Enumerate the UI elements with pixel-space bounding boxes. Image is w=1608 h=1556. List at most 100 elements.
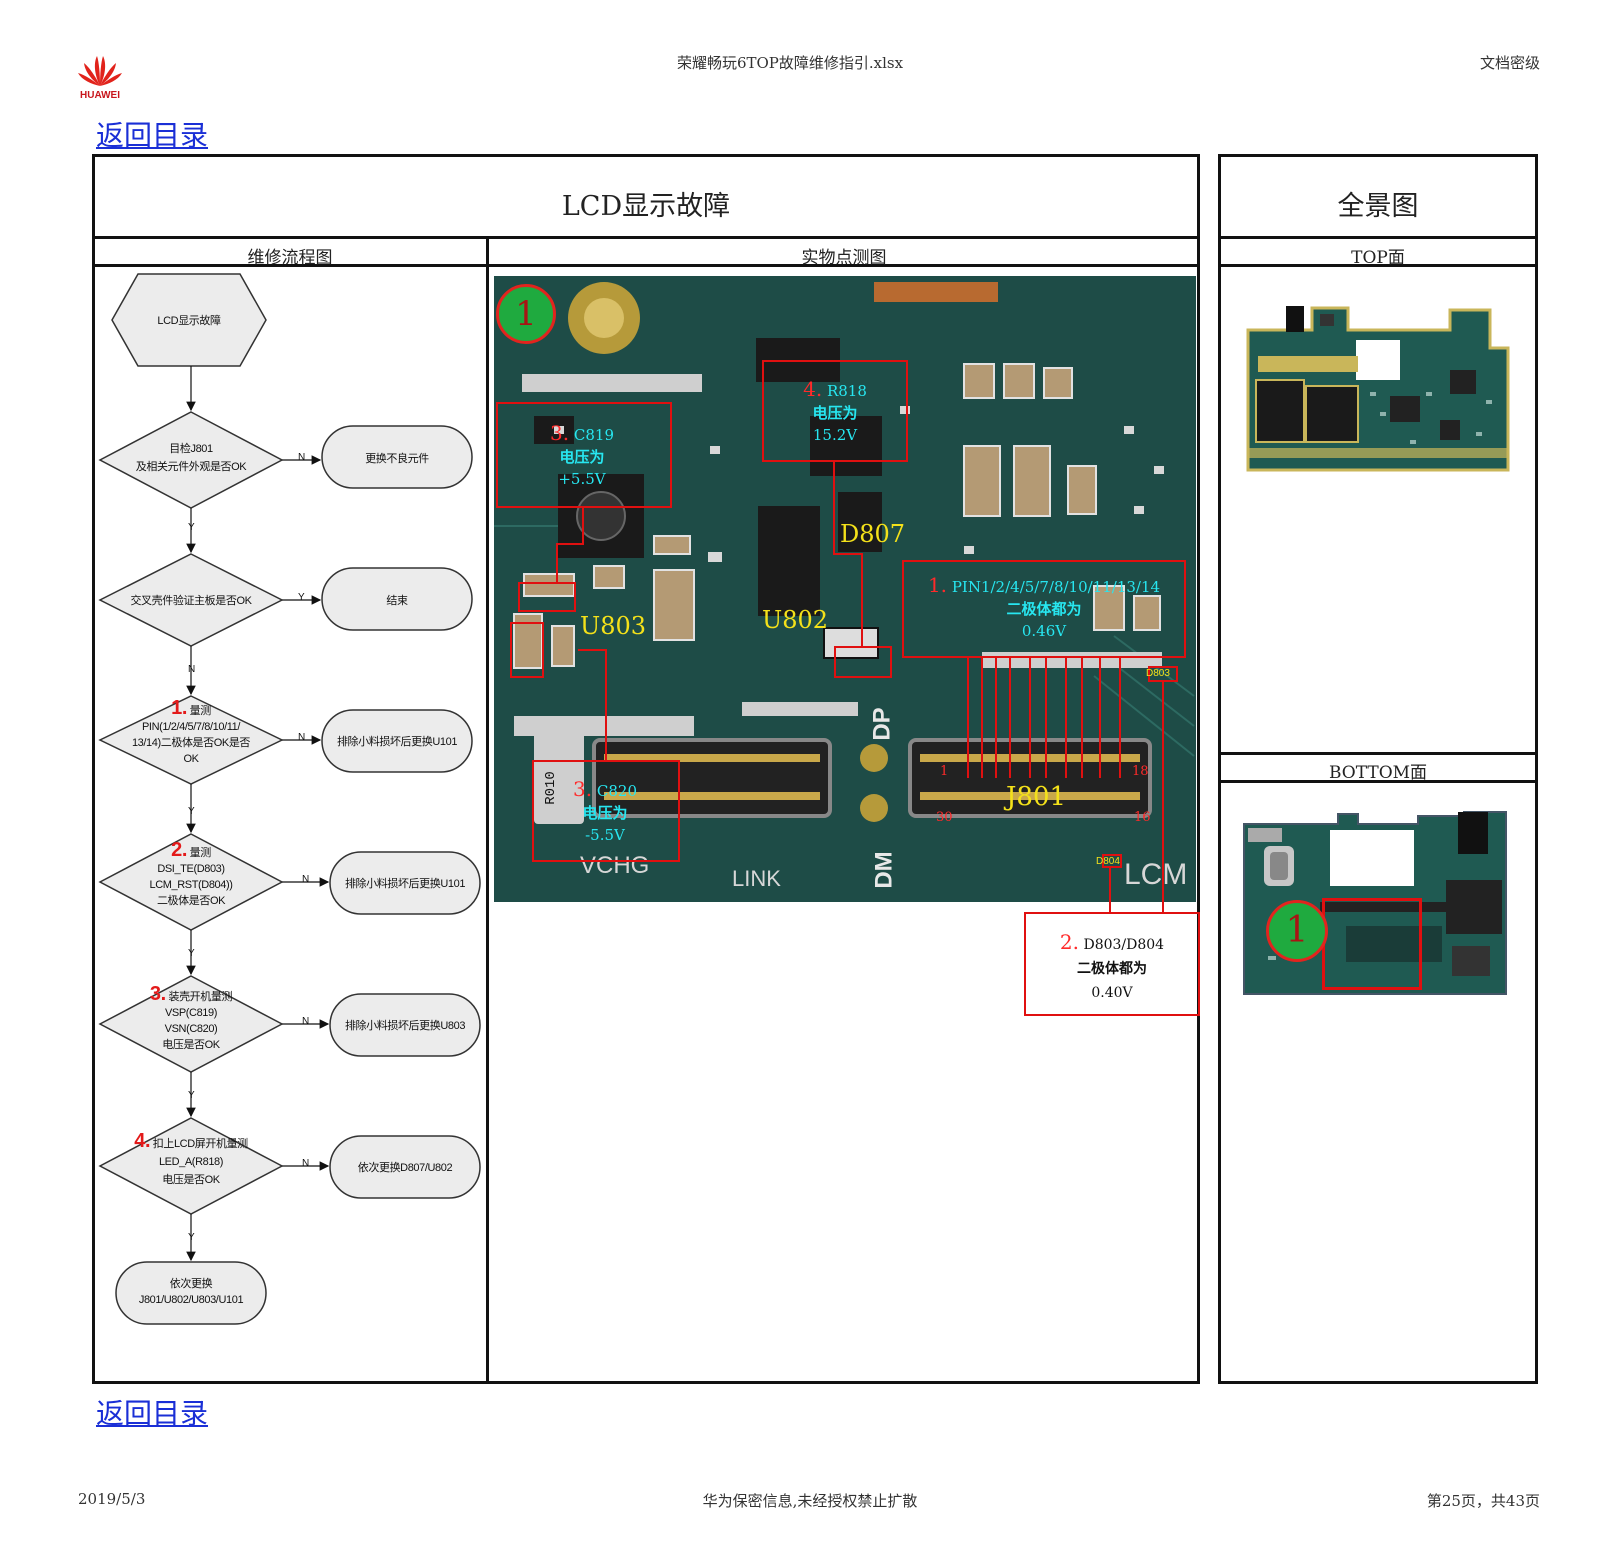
flow-decision-4[interactable]: 2. 量测 DSI_TE(D803) LCM_RST(D804)) 二极体是否O…: [112, 840, 270, 909]
annotation-r818-line2: 电压为: [812, 404, 858, 422]
flow-decision-4-line1: 量测: [189, 847, 212, 859]
annotation-c819-num: 3.: [550, 421, 570, 445]
annotation-c819: 3. C819 电压为 +5.5V: [526, 422, 638, 490]
label-d807: D807: [840, 520, 906, 548]
flow-decision-4-line2: DSI_TE(D803): [157, 863, 225, 875]
flow-decision-6[interactable]: 4. 扣上LCD屏开机量测 LED_A(R818) 电压是否OK: [112, 1130, 270, 1189]
flow-decision-6-line3: 电压是否OK: [162, 1174, 220, 1186]
back-to-toc-link-bottom[interactable]: 返回目录: [96, 1397, 209, 1430]
flow-action-3[interactable]: 排除小料损坏后更换U101: [336, 736, 458, 748]
annotation-d803-d804-num: 2.: [1059, 930, 1080, 954]
flow-decision-5-num: 3.: [149, 983, 166, 1005]
annotation-r818-num: 4.: [803, 377, 823, 401]
box-c820-part: [510, 622, 544, 678]
flow-decision-6-line2: LED_A(R818): [158, 1156, 224, 1168]
side-title-sep: [1218, 236, 1538, 239]
flow-decision-1[interactable]: 目检J801 及相关元件外观是否OK: [110, 440, 272, 476]
silk-link: LINK: [732, 866, 781, 891]
annotation-pins: 1. PIN1/2/4/5/7/8/10/11/13/14 二极体都为 0.46…: [906, 574, 1182, 642]
annotation-r818: 4. R818 电压为 15.2V: [770, 378, 900, 446]
top-face-label: TOP面: [1351, 248, 1405, 268]
silk-vchg: VCHG: [580, 852, 650, 879]
flow-label-y5: Y: [188, 1090, 195, 1101]
box-r818: [762, 360, 908, 462]
label-u803: U803: [580, 612, 647, 640]
flow-decision-1-line1: 目检J801: [169, 443, 213, 455]
annotation-c820-line2: 电压为: [582, 804, 628, 822]
flow-action-1[interactable]: 更换不良元件: [365, 453, 429, 465]
label-d803: D803: [1146, 668, 1170, 679]
box-c819-part: [518, 582, 576, 612]
flow-action-5[interactable]: 排除小料损坏后更换U803: [344, 1020, 466, 1032]
flow-decision-5-line1: 装壳开机量测: [168, 991, 233, 1003]
label-j801: J801: [1006, 782, 1067, 812]
flow-final-line2: J801/U802/U803/U101: [138, 1294, 244, 1306]
flow-action-4[interactable]: 排除小料损坏后更换U101: [344, 878, 466, 890]
photo-marker: 1: [496, 284, 556, 344]
logo-wordmark: HUAWEI: [80, 90, 120, 101]
flow-decision-1-line2: 及相关元件外观是否OK: [135, 461, 247, 473]
pin-18-label: 18: [1132, 764, 1149, 779]
silk-lcm: LCM: [1124, 858, 1188, 891]
flow-action-6[interactable]: 依次更换D807/U802: [357, 1162, 453, 1174]
huawei-logo-icon: [78, 56, 122, 86]
flow-header: 维修流程图: [247, 248, 333, 268]
pin-1-label: 1: [940, 764, 949, 779]
flow-decision-3-line2: PIN(1/2/4/5/7/8/10/11/: [141, 721, 240, 733]
box-r818-part: [834, 646, 892, 678]
bottom-board-marker: 1: [1266, 900, 1328, 962]
flow-label-y4: Y: [188, 948, 195, 959]
main-subheader-sep: [92, 264, 1200, 267]
huawei-logo: HUAWEI: [74, 50, 126, 102]
flow-decision-6-num: 4.: [134, 1130, 151, 1152]
annotation-c820-title: C820: [596, 782, 637, 800]
side-mid-sep2: [1218, 780, 1538, 783]
flow-decision-3-line3: 13/14)二极体是否OK是否: [131, 737, 251, 749]
annotation-d803-d804-line2: 二极体都为: [1077, 961, 1147, 977]
flow-label-n2: N: [188, 664, 196, 675]
flow-decision-5-line2: VSP(C819): [164, 1007, 218, 1019]
flow-label-y1: Y: [188, 522, 195, 533]
label-d804: D804: [1096, 856, 1120, 867]
annotation-r818-value: 15.2V: [812, 426, 858, 444]
flow-label-n4: N: [302, 874, 310, 885]
flow-label-n5: N: [302, 1016, 310, 1027]
box-d803: [1148, 666, 1178, 682]
main-col-sep: [486, 236, 489, 1384]
flow-decision-5-line3: VSN(C820): [164, 1023, 218, 1035]
flow-decision-3-line1: 量测: [189, 705, 212, 717]
label-u802: U802: [762, 606, 829, 634]
annotation-c819-value: +5.5V: [558, 470, 606, 488]
annotation-pins-value: 0.46V: [1021, 622, 1067, 640]
flow-label-y6: Y: [188, 1232, 195, 1243]
file-title: 荣耀畅玩6TOP故障维修指引.xlsx: [676, 54, 904, 72]
flow-decision-3[interactable]: 1. 量测 PIN(1/2/4/5/7/8/10/11/ 13/14)二极体是否…: [112, 697, 270, 767]
flow-label-y3: Y: [188, 806, 195, 817]
annotation-d803-d804-value: 0.40V: [1091, 985, 1133, 1001]
flow-label-n1: N: [298, 452, 306, 463]
flow-decision-2[interactable]: 交叉壳件验证主板是否OK: [130, 595, 252, 607]
side-frame: [1218, 154, 1538, 1384]
flow-decision-5[interactable]: 3. 装壳开机量测 VSP(C819) VSN(C820) 电压是否OK: [112, 983, 270, 1053]
main-frame: [92, 154, 1200, 1384]
footer-page: 第25页，共43页: [1426, 1492, 1540, 1510]
side-top-sep: [1218, 264, 1538, 267]
flow-final-line1: 依次更换: [169, 1278, 213, 1290]
annotation-c820: 3. C820 电压为 -5.5V: [550, 778, 660, 846]
annotation-d803-d804: 2. D803/D804 二极体都为 0.40V: [1024, 930, 1200, 1005]
flow-label-n6: N: [302, 1158, 310, 1169]
flow-final[interactable]: 依次更换 J801/U802/U803/U101: [116, 1276, 266, 1308]
annotation-c819-title: C819: [573, 426, 614, 444]
pin-30-label: 30: [936, 810, 953, 825]
footer-date: 2019/5/3: [78, 1490, 146, 1508]
back-to-toc-link-top[interactable]: 返回目录: [96, 119, 209, 152]
flow-end-ok[interactable]: 结束: [386, 595, 408, 607]
annotation-c819-line2: 电压为: [559, 448, 605, 466]
flow-decision-4-line4: 二极体是否OK: [156, 895, 226, 907]
annotation-pins-line2: 二极体都为: [1006, 600, 1082, 618]
annotation-r818-title: R818: [826, 382, 867, 400]
annotation-c820-value: -5.5V: [585, 826, 625, 844]
flow-decision-3-num: 1.: [171, 697, 188, 719]
